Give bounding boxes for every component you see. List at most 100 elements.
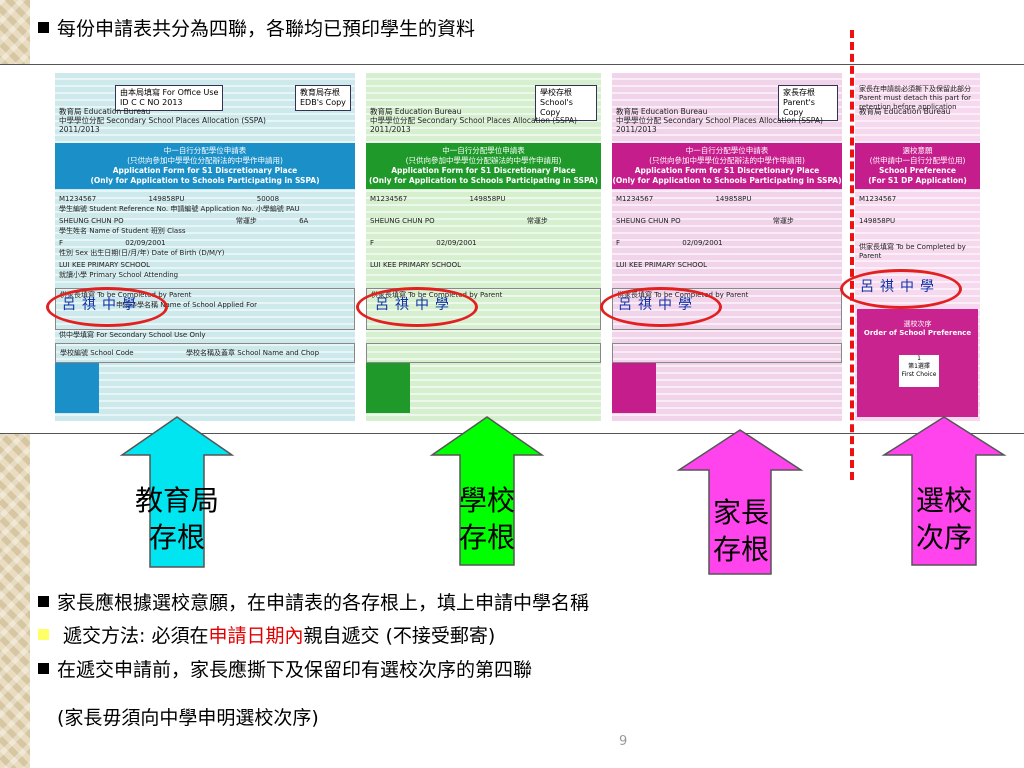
sspa-title: 中學學位分配 Secondary School Places Allocatio… — [59, 116, 266, 125]
application-no-parent: 149858PU — [715, 195, 752, 203]
bullet-2: 遞交方法: 必須在申請日期內親自遞交 (不接受郵寄) — [38, 621, 495, 648]
student-id-pref: M1234567 — [859, 195, 897, 203]
bureau-header-school: 教育局 Education Bureau 中學學位分配 Secondary Sc… — [370, 107, 577, 134]
highlight-oval-edb — [46, 287, 168, 327]
arrow-label-pref-line2: 次序 — [915, 521, 972, 554]
table-head: 學校編號 School Code 學校名稱及蓋章 School Name and… — [55, 343, 355, 363]
school-copy-panel: 學校存根 School's Copy 教育局 Education Bureau … — [366, 73, 601, 421]
arrow-label-parent-line2: 存根 — [712, 533, 769, 566]
arrow-label-edb-line2: 存根 — [148, 521, 205, 554]
highlight-oval-parent — [600, 287, 722, 327]
detach-note: 家長在申請前必須撕下及保留此部分 Parent must detach this… — [859, 85, 972, 111]
sex-value-parent: F — [616, 239, 621, 247]
sex-value-school: F — [370, 239, 375, 247]
band-line-4-school: (Only for Application to Schools Partici… — [368, 176, 599, 185]
band-line-1-school: 中一自行分配學位申請表 — [442, 146, 525, 155]
form-title-band: 中一自行分配學位申請表 (只供向參加中學學位分配辦法的中學作申請用) Appli… — [55, 143, 355, 189]
band-line-2-parent: (只供向參加中學學位分配辦法的中學作申請用) — [649, 156, 805, 165]
arrow-label-pref: 選校 次序 — [898, 482, 990, 556]
choice-number: 1 — [917, 355, 921, 362]
arrow-label-pref-line1: 選校 — [915, 484, 972, 517]
bureau-header-parent: 教育局 Education Bureau 中學學位分配 Secondary Sc… — [616, 107, 823, 134]
arrow-label-school: 學校 存根 — [440, 482, 534, 556]
parent-copy-panel: 家長存根 Parent's Copy 教育局 Education Bureau … — [612, 73, 842, 421]
top-bullet-text: 每份申請表共分為四聯，各聯均已預印學生的資料 — [57, 18, 476, 40]
arrow-label-edb: 教育局 存根 — [130, 482, 224, 556]
choice-cn: 第1選擇 — [908, 363, 930, 370]
bullet-2-text-highlight: 申請日期內 — [208, 625, 304, 647]
arrow-parent-shape — [676, 429, 804, 575]
bullet-1: 家長應根據選校意願，在申請表的各存根上，填上申請中學名稱 — [38, 588, 589, 615]
primary-school-label: 就讀小學 Primary School Attending — [59, 271, 179, 279]
bullet-1-text: 家長應根據選校意願，在申請表的各存根上，填上申請中學名稱 — [57, 592, 590, 614]
bureau-name: 教育局 Education Bureau — [59, 107, 151, 116]
school-code-boxes-parent — [612, 363, 656, 413]
dob-label: 性別 Sex 出生日期(日/月/年) Date of Birth (D/M/Y) — [59, 249, 225, 257]
student-name-cn-school: 常運步 — [526, 217, 548, 225]
school-code-label: 學校編號 School Code — [60, 349, 134, 357]
bureau-name-pref: 教育局 Education Bureau — [859, 107, 951, 116]
secondary-use-table-school — [366, 343, 601, 413]
student-id: M1234567 — [59, 195, 97, 203]
office-use-label: 由本局填寫 For Office Use — [120, 88, 219, 97]
first-choice-box: 1 第1選擇 First Choice — [899, 355, 939, 387]
bureau-header: 教育局 Education Bureau 中學學位分配 Secondary Sc… — [59, 107, 266, 134]
sex-value: F — [59, 239, 64, 247]
highlight-oval-pref — [840, 269, 962, 309]
pref-box-line-2: Order of School Preference — [863, 329, 972, 337]
office-use-fields: ID C C NO 2013 — [120, 98, 183, 107]
student-id-parent: M1234567 — [616, 195, 654, 203]
student-name-row-school: SHEUNG CHUN PO 常運步 — [370, 217, 548, 226]
student-name-school: SHEUNG CHUN PO — [370, 217, 435, 225]
top-bullet: 每份申請表共分為四聯，各聯均已預印學生的資料 — [38, 14, 475, 41]
school-copy-label: 學校存根 School's Copy — [535, 85, 597, 121]
bureau-name-parent: 教育局 Education Bureau — [616, 107, 708, 116]
parent-section-label-pref: 供家長填寫 To be Completed by Parent — [859, 243, 966, 260]
preference-title-band: 選校意願 (供申請中一自行分配學位用) School Preference (F… — [855, 143, 980, 189]
application-no-school: 149858PU — [469, 195, 506, 203]
arrow-pref-shape — [881, 416, 1007, 566]
dob-value-school: 02/09/2001 — [436, 239, 477, 247]
filled-school-name-pref: 呂祺中學 — [860, 279, 940, 295]
band-line-3-school: Application Form for S1 Discretionary Pl… — [391, 166, 576, 175]
secondary-use-label: 供中學填寫 For Secondary School Use Only — [59, 331, 206, 339]
bullet-yellow-square-icon — [38, 629, 49, 640]
pref-box-line-1: 選校次序 — [903, 320, 932, 328]
band-line-3-parent: Application Form for S1 Discretionary Pl… — [634, 166, 820, 175]
student-name-cn-parent: 常運步 — [772, 217, 794, 225]
dob-value: 02/09/2001 — [125, 239, 166, 247]
arrow-school-icon — [429, 416, 545, 566]
filled-school-name-parent: 呂祺中學 — [618, 297, 698, 313]
bullet-3: 在遞交申請前，家長應撕下及保留印有選校次序的第四聯 — [38, 655, 532, 682]
bullet-square-icon — [38, 663, 49, 674]
sex-dob-row: F 02/09/2001 — [59, 239, 166, 248]
student-name-parent: SHEUNG CHUN PO — [616, 217, 681, 225]
school-no: 50008 — [256, 195, 280, 203]
bullet-2-text-pre: 遞交方法: 必須在 — [63, 625, 209, 647]
arrow-pref-icon — [881, 416, 1007, 566]
secondary-use-table: 供中學填寫 For Secondary School Use Only 學校編號… — [55, 331, 355, 413]
arrow-edb-icon — [119, 416, 235, 568]
student-name-cn: 常運步 — [235, 217, 257, 225]
band-line-4: (Only for Application to Schools Partici… — [90, 176, 320, 185]
school-preference-box: 選校次序 Order of School Preference 1 第1選擇 F… — [857, 309, 978, 417]
sex-dob-row-parent: F 02/09/2001 — [616, 239, 723, 248]
school-year-school: 2011/2013 — [370, 125, 411, 134]
name-label: 學生姓名 Name of Student 班別 Class — [59, 227, 186, 235]
highlight-oval-school — [356, 287, 478, 327]
bureau-header-pref: 教育局 Education Bureau — [859, 107, 950, 116]
band-line-2: (只供向參加中學學位分配辦法的中學作申請用) — [127, 156, 283, 165]
application-no-pref: 149858PU — [859, 217, 896, 225]
student-name-row-parent: SHEUNG CHUN PO 常運步 — [616, 217, 794, 226]
pref-band-line-1: 選校意願 — [902, 146, 933, 155]
filled-school-name-school: 呂祺中學 — [375, 297, 455, 313]
pref-band-line-2: (供申請中一自行分配學位用) — [869, 156, 966, 165]
bullet-3-text: 在遞交申請前，家長應撕下及保留印有選校次序的第四聯 — [57, 659, 533, 681]
bullet-4-text: (家長毋須向中學申明選校次序) — [57, 707, 319, 729]
application-form-image: 由本局填寫 For Office Use ID C C NO 2013 教育局存… — [0, 64, 1024, 434]
dob-value-parent: 02/09/2001 — [682, 239, 723, 247]
applied-school-label: 申請中學名稱 Name of School Applied For — [116, 301, 258, 309]
sex-dob-row-school: F 02/09/2001 — [370, 239, 477, 248]
office-use-box: 由本局填寫 For Office Use ID C C NO 2013 — [115, 85, 224, 111]
bureau-name-school: 教育局 Education Bureau — [370, 107, 462, 116]
